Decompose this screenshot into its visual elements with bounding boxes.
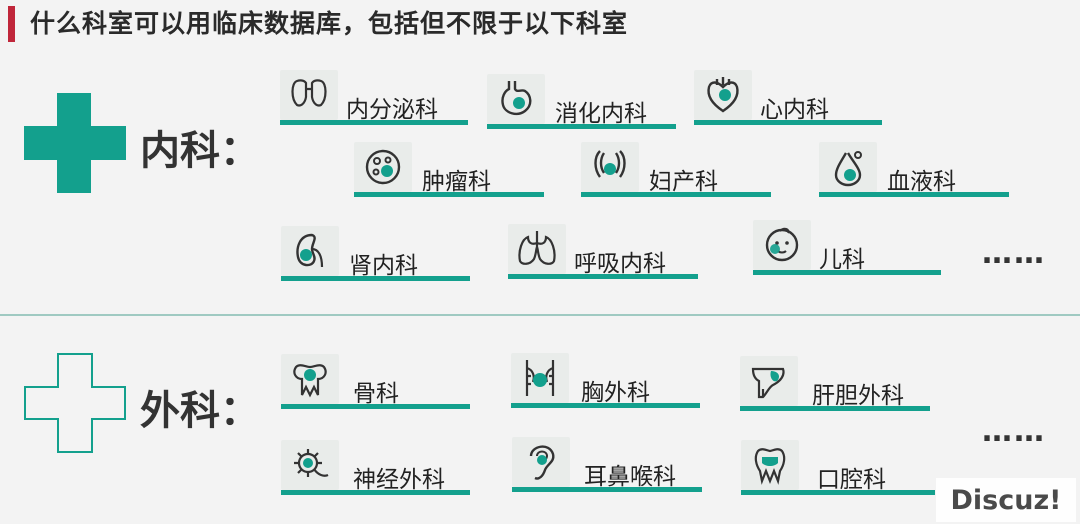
dept-gastroenterology[interactable]: 消化内科 <box>487 74 677 134</box>
dept-label: 口腔科 <box>817 467 886 493</box>
dept-stomatology[interactable]: 口腔科 <box>741 440 937 500</box>
internal-more-ellipsis: …… <box>982 236 1046 271</box>
dept-underline <box>512 487 702 492</box>
dept-underline <box>581 192 771 197</box>
dept-label: 血液科 <box>887 169 956 195</box>
chest-icon <box>511 353 569 403</box>
dept-endocrinology[interactable]: 内分泌科 <box>280 70 470 130</box>
section-divider <box>0 314 1080 316</box>
thyroid-icon <box>280 70 338 120</box>
dept-underline <box>511 403 700 408</box>
dept-label: 耳鼻喉科 <box>584 464 676 490</box>
dept-underline <box>508 274 698 279</box>
dept-underline <box>280 120 468 125</box>
dept-thoracic-surgery[interactable]: 胸外科 <box>511 353 701 413</box>
tooth-icon <box>741 440 799 490</box>
dept-underline <box>694 120 882 125</box>
dept-label: 内分泌科 <box>346 97 438 123</box>
dept-ent[interactable]: 耳鼻喉科 <box>512 437 702 497</box>
dept-underline <box>281 404 470 409</box>
dept-label: 儿科 <box>819 247 865 273</box>
dept-neurosurgery[interactable]: 神经外科 <box>281 440 471 500</box>
dept-nephrology[interactable]: 肾内科 <box>281 226 471 286</box>
dept-label: 胸外科 <box>581 380 650 406</box>
watermark: Discuz! <box>936 478 1076 522</box>
tumor-cell-icon <box>354 142 412 192</box>
dept-underline <box>753 270 941 275</box>
kidney-icon <box>281 226 339 276</box>
dept-label: 肝胆外科 <box>812 383 904 409</box>
dept-respiratory[interactable]: 呼吸内科 <box>508 224 698 284</box>
dept-underline <box>281 276 470 281</box>
ear-icon <box>512 437 570 487</box>
dept-underline <box>741 490 935 495</box>
baby-face-icon <box>753 220 811 270</box>
dept-label: 骨科 <box>353 381 399 407</box>
dept-pediatrics[interactable]: 儿科 <box>753 220 943 280</box>
dept-label: 神经外科 <box>353 467 445 493</box>
filled-cross-icon <box>24 93 126 193</box>
dept-hematology[interactable]: 血液科 <box>819 142 1011 202</box>
dept-label: 消化内科 <box>555 101 647 127</box>
bone-icon <box>281 354 339 404</box>
dept-underline <box>281 490 470 495</box>
uterus-icon <box>581 142 639 192</box>
liver-icon <box>740 356 798 406</box>
dept-underline <box>487 124 676 129</box>
stomach-icon <box>487 74 545 124</box>
dept-underline <box>740 406 930 411</box>
dept-underline <box>819 192 1009 197</box>
internal-section-label: 内科： <box>140 128 260 174</box>
dept-obstetrics-gynecology[interactable]: 妇产科 <box>581 142 773 202</box>
surgery-section-label: 外科： <box>140 388 260 434</box>
dept-cardiology[interactable]: 心内科 <box>694 70 884 130</box>
dept-label: 心内科 <box>760 97 829 123</box>
dept-label: 肾内科 <box>349 253 418 279</box>
dept-hepatobiliary-surgery[interactable]: 肝胆外科 <box>740 356 932 416</box>
dept-label: 妇产科 <box>649 169 718 195</box>
outline-cross-icon <box>24 353 126 453</box>
dept-orthopedics[interactable]: 骨科 <box>281 354 471 414</box>
surgery-more-ellipsis: …… <box>982 414 1046 449</box>
title-accent-bar <box>8 6 15 42</box>
heart-icon <box>694 70 752 120</box>
dept-underline <box>354 192 544 197</box>
dept-label: 呼吸内科 <box>574 251 666 277</box>
page-title: 什么科室可以用临床数据库，包括但不限于以下科室 <box>30 9 629 38</box>
dept-label: 肿瘤科 <box>422 169 491 195</box>
neuron-icon <box>281 440 339 490</box>
blood-drop-icon <box>819 142 877 192</box>
lungs-icon <box>508 224 566 274</box>
dept-oncology[interactable]: 肿瘤科 <box>354 142 546 202</box>
